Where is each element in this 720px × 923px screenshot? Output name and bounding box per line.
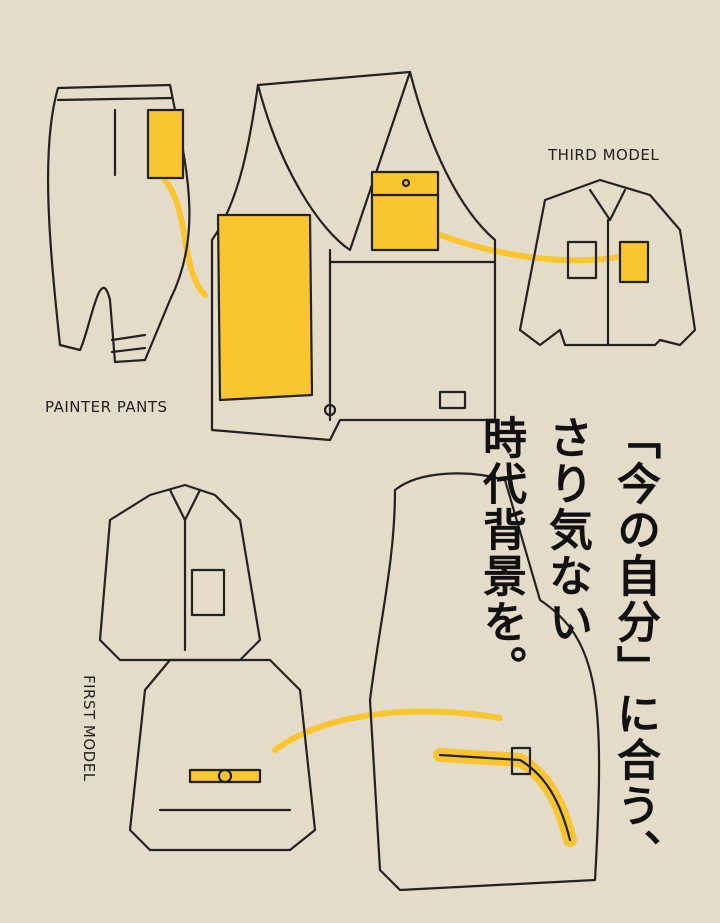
- headline-line-1: 「今の自分」に合う、: [609, 415, 660, 875]
- first-model-label: FIRST MODEL: [80, 675, 98, 782]
- headline-line-2: さり気ない: [541, 415, 592, 645]
- vest-drawing: [210, 70, 497, 442]
- headline-line-3: 時代背景を。: [475, 415, 526, 691]
- connector-lines: [162, 177, 633, 753]
- first-model-jacket-front-drawing: [98, 483, 262, 662]
- third-model-jacket-drawing: [518, 178, 697, 347]
- painter-pants-drawing: [46, 83, 191, 364]
- third-model-label: THIRD MODEL: [548, 146, 660, 164]
- first-model-jacket-back-drawing: [128, 658, 317, 852]
- painter-pants-label: PAINTER PANTS: [45, 398, 168, 416]
- vest-back-drawing: [368, 472, 601, 892]
